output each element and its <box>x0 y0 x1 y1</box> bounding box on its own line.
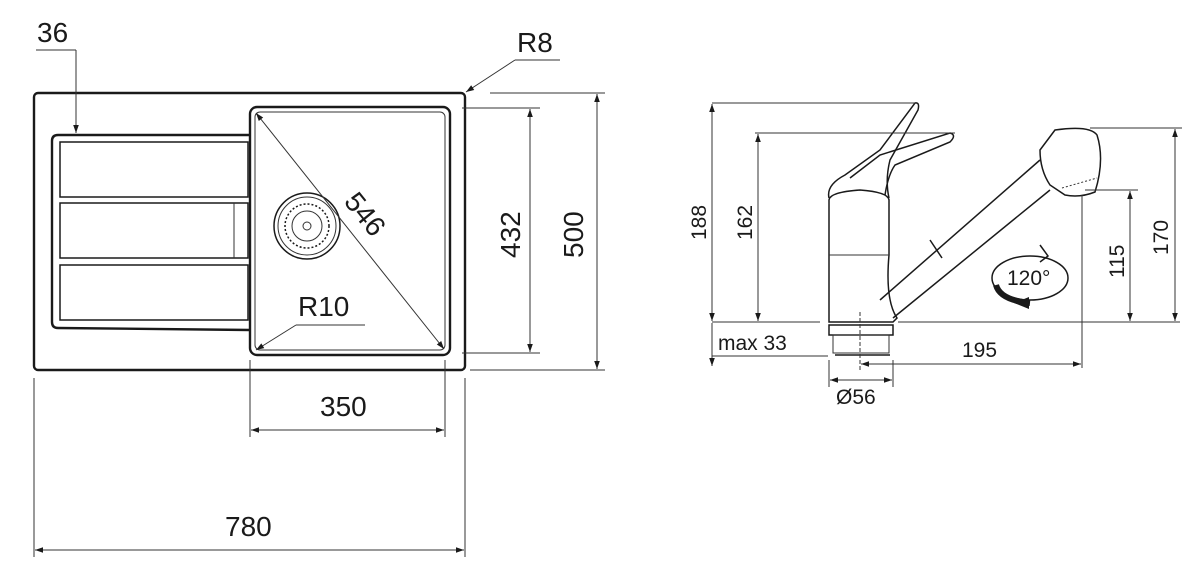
dim-outer-radius: R8 <box>517 27 553 58</box>
dim-overall-depth: 500 <box>558 211 589 258</box>
dim-bowl-width: 350 <box>320 391 367 422</box>
sink-plan-view: 36 R8 546 R10 432 500 350 780 <box>32 17 605 557</box>
dim-overall-width: 780 <box>225 511 272 542</box>
dim-hole-diameter: Ø56 <box>836 386 876 409</box>
sink-bowl <box>248 105 452 357</box>
dim-body-height: 162 <box>734 205 757 240</box>
drain-strainer <box>273 192 341 260</box>
drainer-board <box>50 133 251 332</box>
dim-bowl-depth: 432 <box>495 211 526 258</box>
dim-rotation: 120° <box>1007 267 1050 290</box>
faucet-body <box>827 102 1102 372</box>
dim-flange: 36 <box>37 17 68 48</box>
dim-inner-radius: R10 <box>298 291 349 322</box>
dim-diagonal: 546 <box>338 186 391 242</box>
faucet-side-view: 188 162 170 115 120° max 33 195 Ø5 <box>688 102 1182 409</box>
rotation-icon <box>991 244 1069 309</box>
dim-deck-thickness: max 33 <box>718 332 787 355</box>
dim-outlet-height: 115 <box>1106 245 1129 278</box>
dim-reach: 195 <box>962 339 997 362</box>
dim-lever-height: 188 <box>688 205 711 240</box>
dim-spout-height: 170 <box>1150 220 1173 255</box>
